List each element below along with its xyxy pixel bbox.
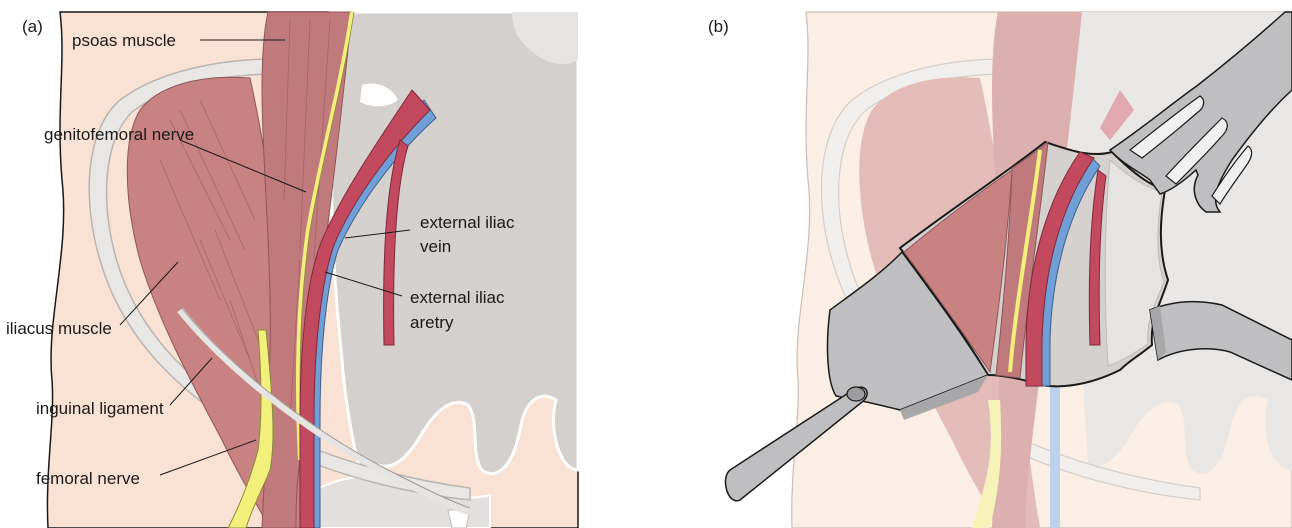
panel-a-label: (a)	[22, 17, 43, 36]
panel-a: (a) psoas muscle genitofemoral nerve ext…	[6, 12, 578, 528]
label-external-iliac-vein-line2: vein	[420, 237, 451, 256]
panel-b: (b)	[708, 12, 1292, 528]
label-femoral-nerve: femoral nerve	[36, 469, 140, 488]
label-external-iliac-artery-line1: external iliac	[410, 288, 505, 307]
label-iliacus-muscle: iliacus muscle	[6, 319, 112, 338]
label-inguinal-ligament: inguinal ligament	[36, 399, 164, 418]
label-psoas-muscle: psoas muscle	[72, 31, 176, 50]
label-genitofemoral-nerve: genitofemoral nerve	[44, 125, 194, 144]
panel-b-handle-joint	[847, 387, 865, 401]
panel-b-label: (b)	[708, 17, 729, 36]
label-external-iliac-artery-line2: aretry	[410, 313, 454, 332]
label-external-iliac-vein-line1: external iliac	[420, 213, 515, 232]
